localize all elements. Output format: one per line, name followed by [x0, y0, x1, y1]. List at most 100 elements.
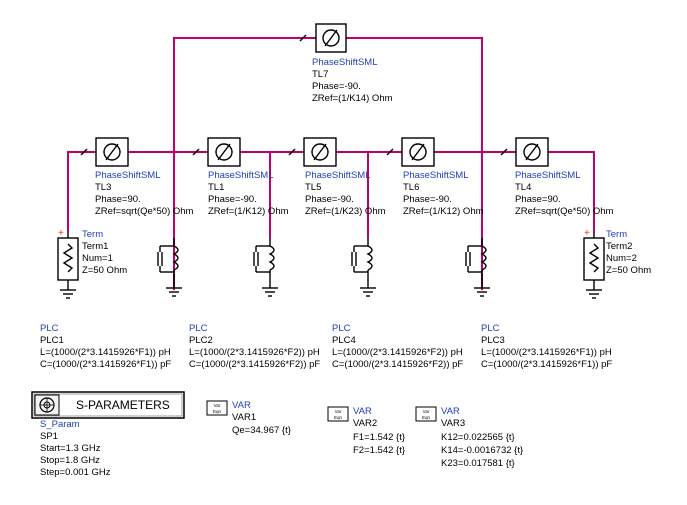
var1-block[interactable]: Var Eqn	[206, 400, 228, 416]
plc2-type: PLC	[189, 323, 208, 334]
phase-shifter-tl3[interactable]	[80, 137, 129, 167]
tl1-zref: ZRef=(1/K12) Ohm	[208, 206, 289, 217]
plc2-name: PLC2	[189, 335, 213, 346]
phase-shifter-tl6[interactable]	[386, 137, 435, 167]
tl1-labels: PhaseShiftSML TL1 Phase=-90. ZRef=(1/K12…	[208, 170, 289, 217]
tl1-name: TL1	[208, 182, 224, 193]
s-parameters-controller[interactable]: S-PARAMETERS	[31, 391, 185, 419]
tl3-phase: Phase=90.	[95, 194, 141, 205]
tl6-name: TL6	[403, 182, 419, 193]
tl5-zref: ZRef=(1/K23) Ohm	[305, 206, 386, 217]
term1-symbol[interactable]: +	[57, 228, 79, 299]
var2-labels: VAR VAR2 F1=1.542 {t} F2=1.542 {t}	[353, 406, 405, 456]
plc4-labels: PLC PLC4 L=(1000/(2*3.1415926*F2)) pH C=…	[332, 323, 463, 370]
plc2-symbol[interactable]	[253, 238, 278, 297]
var2-line-1: F2=1.542 {t}	[353, 445, 405, 456]
var3-name: VAR3	[441, 418, 465, 429]
tl3-zref: ZRef=sqrt(Qe*50) Ohm	[95, 206, 194, 217]
var1-name: VAR1	[232, 412, 256, 423]
tl5-phase: Phase=-90.	[305, 194, 354, 205]
plc1-labels: PLC PLC1 L=(1000/(2*3.1415926*F1)) pH C=…	[40, 323, 171, 370]
tl7-zref: ZRef=(1/K14) Ohm	[312, 93, 393, 104]
var3-line-2: K23=0.017581 {t}	[441, 458, 515, 469]
phase-shifter-tl1[interactable]	[192, 137, 241, 167]
plc4-type: PLC	[332, 323, 351, 334]
sparam-stop: Stop=1.8 GHz	[40, 455, 100, 466]
plc3-symbol[interactable]	[465, 238, 490, 297]
plc1-symbol[interactable]	[157, 238, 182, 297]
var2-icon-bottom: Eqn	[334, 415, 343, 420]
wire-main-line	[67, 151, 96, 232]
term1-type: Term	[82, 229, 103, 240]
plc2-l: L=(1000/(2*3.1415926*F2)) pH	[189, 347, 320, 358]
term2-z: Z=50 Ohm	[606, 265, 651, 276]
var2-line-0: F1=1.542 {t}	[353, 432, 405, 443]
wire-tl7-right	[346, 37, 483, 290]
tl4-labels: PhaseShiftSML TL4 Phase=90. ZRef=sqrt(Qe…	[515, 170, 614, 217]
plc3-labels: PLC PLC3 L=(1000/(2*3.1415926*F1)) pH C=…	[481, 323, 612, 370]
tl6-phase: Phase=-90.	[403, 194, 452, 205]
var3-line-1: K14=-0.0016732 {t}	[441, 445, 523, 456]
var3-type: VAR	[441, 406, 460, 417]
tl6-type: PhaseShiftSML	[403, 170, 468, 181]
plc4-symbol[interactable]	[351, 238, 376, 297]
sparam-step: Step=0.001 GHz	[40, 467, 111, 478]
var1-icon-top: Var	[214, 403, 221, 408]
var1-type: VAR	[232, 400, 251, 411]
tl3-type: PhaseShiftSML	[95, 170, 160, 181]
var2-icon-top: Var	[335, 409, 342, 414]
var3-block[interactable]: Var Eqn	[415, 406, 437, 422]
term2-plus-marker: +	[584, 228, 590, 239]
var2-type: VAR	[353, 406, 372, 417]
var1-labels: VAR VAR1 Qe=34.967 {t}	[232, 400, 291, 436]
plc2-labels: PLC PLC2 L=(1000/(2*3.1415926*F2)) pH C=…	[189, 323, 320, 370]
phase-shifter-tl5[interactable]	[288, 137, 337, 167]
term2-name: Term2	[606, 241, 632, 252]
var3-icon-top: Var	[423, 409, 430, 414]
phase-shifter-tl4[interactable]	[500, 137, 549, 167]
plc3-l: L=(1000/(2*3.1415926*F1)) pH	[481, 347, 612, 358]
term1-name: Term1	[82, 241, 108, 252]
tl7-type: PhaseShiftSML	[312, 57, 377, 68]
term1-z: Z=50 Ohm	[82, 265, 127, 276]
plc4-name: PLC4	[332, 335, 356, 346]
term1-plus-marker: +	[58, 228, 64, 239]
plc4-c: C=(1000/(2*3.1415926*F2)) pF	[332, 359, 463, 370]
plc1-c: C=(1000/(2*3.1415926*F1)) pF	[40, 359, 171, 370]
tl6-zref: ZRef=(1/K12) Ohm	[403, 206, 484, 217]
sparam-start: Start=1.3 GHz	[40, 443, 101, 454]
term1-labels: Term Term1 Num=1 Z=50 Ohm	[82, 229, 127, 276]
wires	[67, 37, 595, 290]
term1-num: Num=1	[82, 253, 113, 264]
tl1-phase: Phase=-90.	[208, 194, 257, 205]
var1-line-0: Qe=34.967 {t}	[232, 425, 291, 436]
term2-num: Num=2	[606, 253, 637, 264]
term2-symbol[interactable]: +	[583, 228, 605, 299]
phase-shifter-tl7[interactable]	[299, 23, 347, 53]
tl5-labels: PhaseShiftSML TL5 Phase=-90. ZRef=(1/K23…	[305, 170, 386, 217]
plc1-l: L=(1000/(2*3.1415926*F1)) pH	[40, 347, 171, 358]
var2-block[interactable]: Var Eqn	[327, 406, 349, 422]
sparam-name: SP1	[40, 431, 58, 442]
tl7-name: TL7	[312, 69, 328, 80]
tl3-labels: PhaseShiftSML TL3 Phase=90. ZRef=sqrt(Qe…	[95, 170, 194, 217]
var2-name: VAR2	[353, 418, 377, 429]
tl4-phase: Phase=90.	[515, 194, 561, 205]
wire-tl4-term2	[548, 151, 595, 232]
s-parameters-title: S-PARAMETERS	[76, 398, 170, 412]
plc3-name: PLC3	[481, 335, 505, 346]
tl5-type: PhaseShiftSML	[305, 170, 370, 181]
tl4-zref: ZRef=sqrt(Qe*50) Ohm	[515, 206, 614, 217]
term2-type: Term	[606, 229, 627, 240]
tl3-name: TL3	[95, 182, 111, 193]
network-analyzer-icon	[39, 397, 55, 413]
tl7-labels: PhaseShiftSML TL7 Phase=-90. ZRef=(1/K14…	[312, 57, 393, 104]
var3-icon-bottom: Eqn	[422, 415, 431, 420]
plc4-l: L=(1000/(2*3.1415926*F2)) pH	[332, 347, 463, 358]
tl6-labels: PhaseShiftSML TL6 Phase=-90. ZRef=(1/K12…	[403, 170, 484, 217]
tl5-name: TL5	[305, 182, 321, 193]
plc1-type: PLC	[40, 323, 59, 334]
var3-line-0: K12=0.022565 {t}	[441, 432, 515, 443]
plc3-c: C=(1000/(2*3.1415926*F1)) pF	[481, 359, 612, 370]
